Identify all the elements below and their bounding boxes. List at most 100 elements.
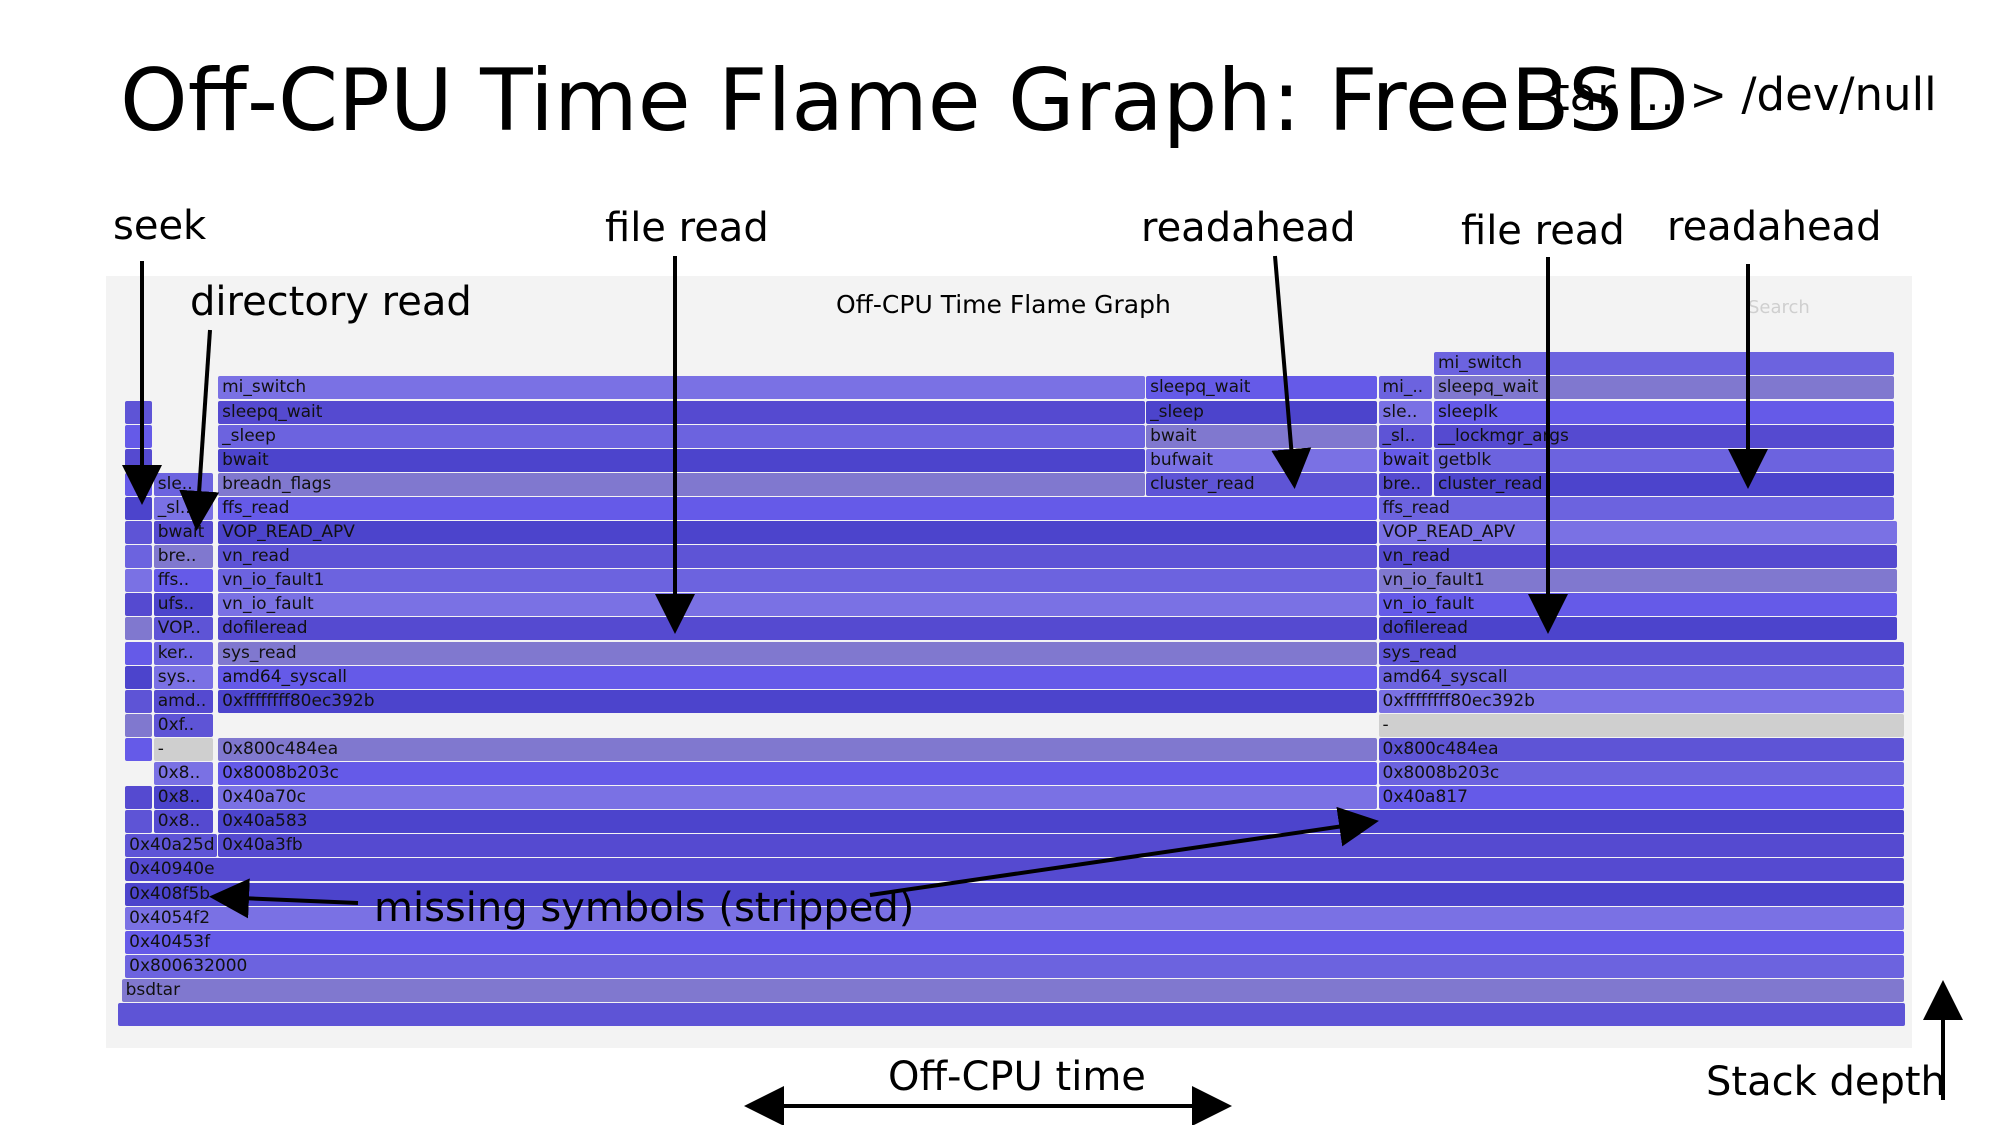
flame-frame[interactable] (125, 665, 153, 689)
flame-frame[interactable] (125, 496, 153, 520)
flame-frame[interactable]: 0x4054f2 (125, 906, 1905, 930)
flame-frame[interactable]: amd.. (153, 689, 214, 713)
flame-frame[interactable]: sys.. (153, 665, 214, 689)
flame-frame[interactable]: 0x8008b203c (218, 762, 1378, 785)
flame-frame[interactable]: ffs_read (218, 496, 1378, 520)
flame-frame[interactable]: sle.. (1378, 400, 1433, 424)
flame-frame[interactable]: amd64_syscall (1378, 665, 1905, 689)
flame-frame[interactable] (125, 593, 153, 617)
flame-frame[interactable]: 0x40a70c (218, 786, 1378, 810)
flame-frame[interactable] (125, 641, 153, 665)
callout-readahead-middle: readahead (1141, 205, 1356, 251)
flame-frame[interactable]: _sleep (218, 424, 1145, 448)
callout-missing-symbols: missing symbols (stripped) (374, 885, 915, 931)
flame-frame[interactable] (125, 786, 153, 810)
flame-frame[interactable]: 0x40a583 (218, 810, 1905, 834)
flame-frame[interactable]: vn_io_fault1 (1378, 569, 1898, 593)
flame-frame[interactable]: amd64_syscall (218, 665, 1378, 689)
callout-file-read-left: file read (605, 205, 769, 251)
flame-frame[interactable]: vn_io_fault (218, 593, 1378, 617)
flame-frame[interactable] (125, 569, 153, 593)
flame-frame[interactable]: 0x800c484ea (218, 737, 1378, 761)
flame-frame[interactable]: VOP.. (153, 617, 214, 641)
flame-frame[interactable]: ffs.. (153, 569, 214, 593)
flame-frame[interactable]: ufs.. (153, 593, 214, 617)
flame-frame[interactable]: 0x8.. (153, 810, 214, 834)
flame-frame[interactable]: bwait (1378, 448, 1433, 472)
search-link[interactable]: Search (1748, 297, 1810, 318)
callout-seek: seek (113, 203, 207, 249)
flame-frame[interactable]: bwait (1146, 424, 1378, 448)
callout-readahead-right: readahead (1667, 204, 1882, 250)
flame-frame[interactable] (125, 545, 153, 569)
flame-frame[interactable]: getblk (1433, 448, 1894, 472)
flame-frame[interactable]: cluster_read (1433, 472, 1894, 496)
flame-frame[interactable]: VOP_READ_APV (1378, 521, 1898, 544)
flame-frame[interactable]: VOP_READ_APV (218, 521, 1378, 544)
flame-frame[interactable]: sys_read (1378, 641, 1905, 665)
flame-frame[interactable]: cluster_read (1146, 472, 1378, 496)
flame-frame[interactable]: 0x8008b203c (1378, 762, 1905, 785)
flame-frame[interactable]: 0x40453f (125, 930, 1905, 954)
flame-frame[interactable]: vn_read (218, 545, 1378, 569)
flame-frame[interactable]: 0xffffffff80ec392b (218, 689, 1378, 713)
flame-frame[interactable] (125, 448, 153, 472)
flame-frame[interactable]: mi_switch (218, 376, 1145, 400)
flame-frame[interactable]: ffs_read (1378, 496, 1894, 520)
flame-frame[interactable] (125, 713, 153, 737)
flame-frame[interactable]: mi_switch (1433, 352, 1894, 376)
flame-frame[interactable]: vn_read (1378, 545, 1898, 569)
flame-frame[interactable] (118, 1003, 1905, 1026)
slide-title: Off-CPU Time Flame Graph: FreeBSD (120, 51, 1689, 151)
flame-frame[interactable]: bre.. (153, 545, 214, 569)
flame-frame[interactable]: dofileread (218, 617, 1378, 641)
flame-frame[interactable] (125, 810, 153, 834)
flame-frame[interactable]: vn_io_fault (1378, 593, 1898, 617)
flame-frame[interactable]: bre.. (1378, 472, 1433, 496)
flame-frame[interactable]: breadn_flags (218, 472, 1145, 496)
flame-frame[interactable] (125, 400, 153, 424)
flame-frame[interactable] (125, 424, 153, 448)
flame-frame[interactable]: 0x800632000 (125, 954, 1905, 978)
callout-directory-read: directory read (190, 279, 472, 325)
flame-frame[interactable]: bwait (218, 448, 1145, 472)
flame-frame[interactable]: - (1378, 713, 1905, 737)
flame-frame[interactable]: 0x800c484ea (1378, 737, 1905, 761)
flame-graph-title: Off-CPU Time Flame Graph (836, 290, 1171, 319)
flame-frame[interactable]: bsdtar (121, 978, 1905, 1002)
flame-frame[interactable]: sleeplk (1433, 400, 1894, 424)
flame-frame[interactable]: 0x40a817 (1378, 786, 1905, 810)
flame-frame[interactable]: __lockmgr_args (1433, 424, 1894, 448)
flame-frame[interactable] (125, 737, 153, 761)
flame-frame[interactable]: _sl.. (153, 496, 214, 520)
flame-frame[interactable]: dofileread (1378, 617, 1898, 641)
flame-frame[interactable]: _sl.. (1378, 424, 1433, 448)
slide-subtitle: tar … > /dev/null (1552, 68, 1937, 121)
flame-frame[interactable] (125, 617, 153, 641)
flame-frame[interactable]: mi_.. (1378, 376, 1433, 400)
flame-frame[interactable]: sleepq_wait (1146, 376, 1378, 400)
flame-frame[interactable]: ker.. (153, 641, 214, 665)
flame-frame[interactable]: 0x40940e (125, 858, 1905, 882)
flame-frame[interactable]: bwait (153, 521, 214, 544)
callout-offcpu-time: Off-CPU time (888, 1054, 1146, 1100)
flame-frame[interactable]: 0xf.. (153, 713, 214, 737)
flame-frame[interactable]: 0x8.. (153, 786, 214, 810)
flame-frame[interactable]: _sleep (1146, 400, 1378, 424)
flame-frame[interactable]: vn_io_fault1 (218, 569, 1378, 593)
flame-frame[interactable]: 0x40a3fb (218, 834, 1905, 858)
flame-frame[interactable] (125, 521, 153, 544)
flame-frame[interactable]: 0x8.. (153, 762, 214, 785)
callout-file-read-right: file read (1461, 208, 1625, 254)
flame-frame[interactable]: sle.. (153, 472, 214, 496)
flame-frame[interactable]: 0xffffffff80ec392b (1378, 689, 1905, 713)
flame-frame[interactable]: sys_read (218, 641, 1378, 665)
flame-frame[interactable]: sleepq_wait (218, 400, 1145, 424)
flame-frame[interactable]: 0x40a25d (125, 834, 217, 858)
flame-frame[interactable]: - (153, 737, 214, 761)
flame-frame[interactable]: bufwait (1146, 448, 1378, 472)
flame-frame[interactable] (125, 689, 153, 713)
flame-frame[interactable]: sleepq_wait (1433, 376, 1894, 400)
flame-frame[interactable] (125, 472, 153, 496)
